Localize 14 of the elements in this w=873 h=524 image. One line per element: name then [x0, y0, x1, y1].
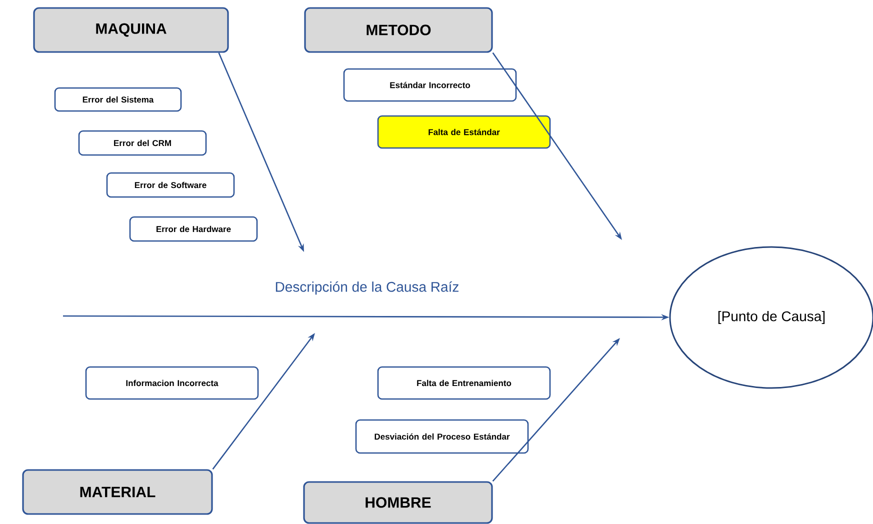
cause-box: Desviación del Proceso Estándar	[355, 419, 529, 454]
cause-box: Falta de Entrenamiento	[377, 366, 551, 400]
cause-box: Falta de Estándar	[377, 115, 551, 149]
cause-box: Error de Software	[106, 172, 235, 198]
edge-label: Descripción de la Causa Raíz	[274, 280, 460, 296]
category-box: MATERIAL	[22, 469, 213, 515]
cause-box: Error del CRM	[78, 130, 207, 156]
cause-box: Informacion Incorrecta	[85, 366, 259, 400]
category-box: METODO	[304, 7, 493, 53]
category-box: MAQUINA	[33, 7, 229, 53]
category-box: HOMBRE	[303, 481, 493, 524]
cause-box: Error de Hardware	[129, 216, 258, 242]
cause-box: Error del Sistema	[54, 87, 182, 112]
cause-box: Estándar Incorrecto	[343, 68, 517, 102]
